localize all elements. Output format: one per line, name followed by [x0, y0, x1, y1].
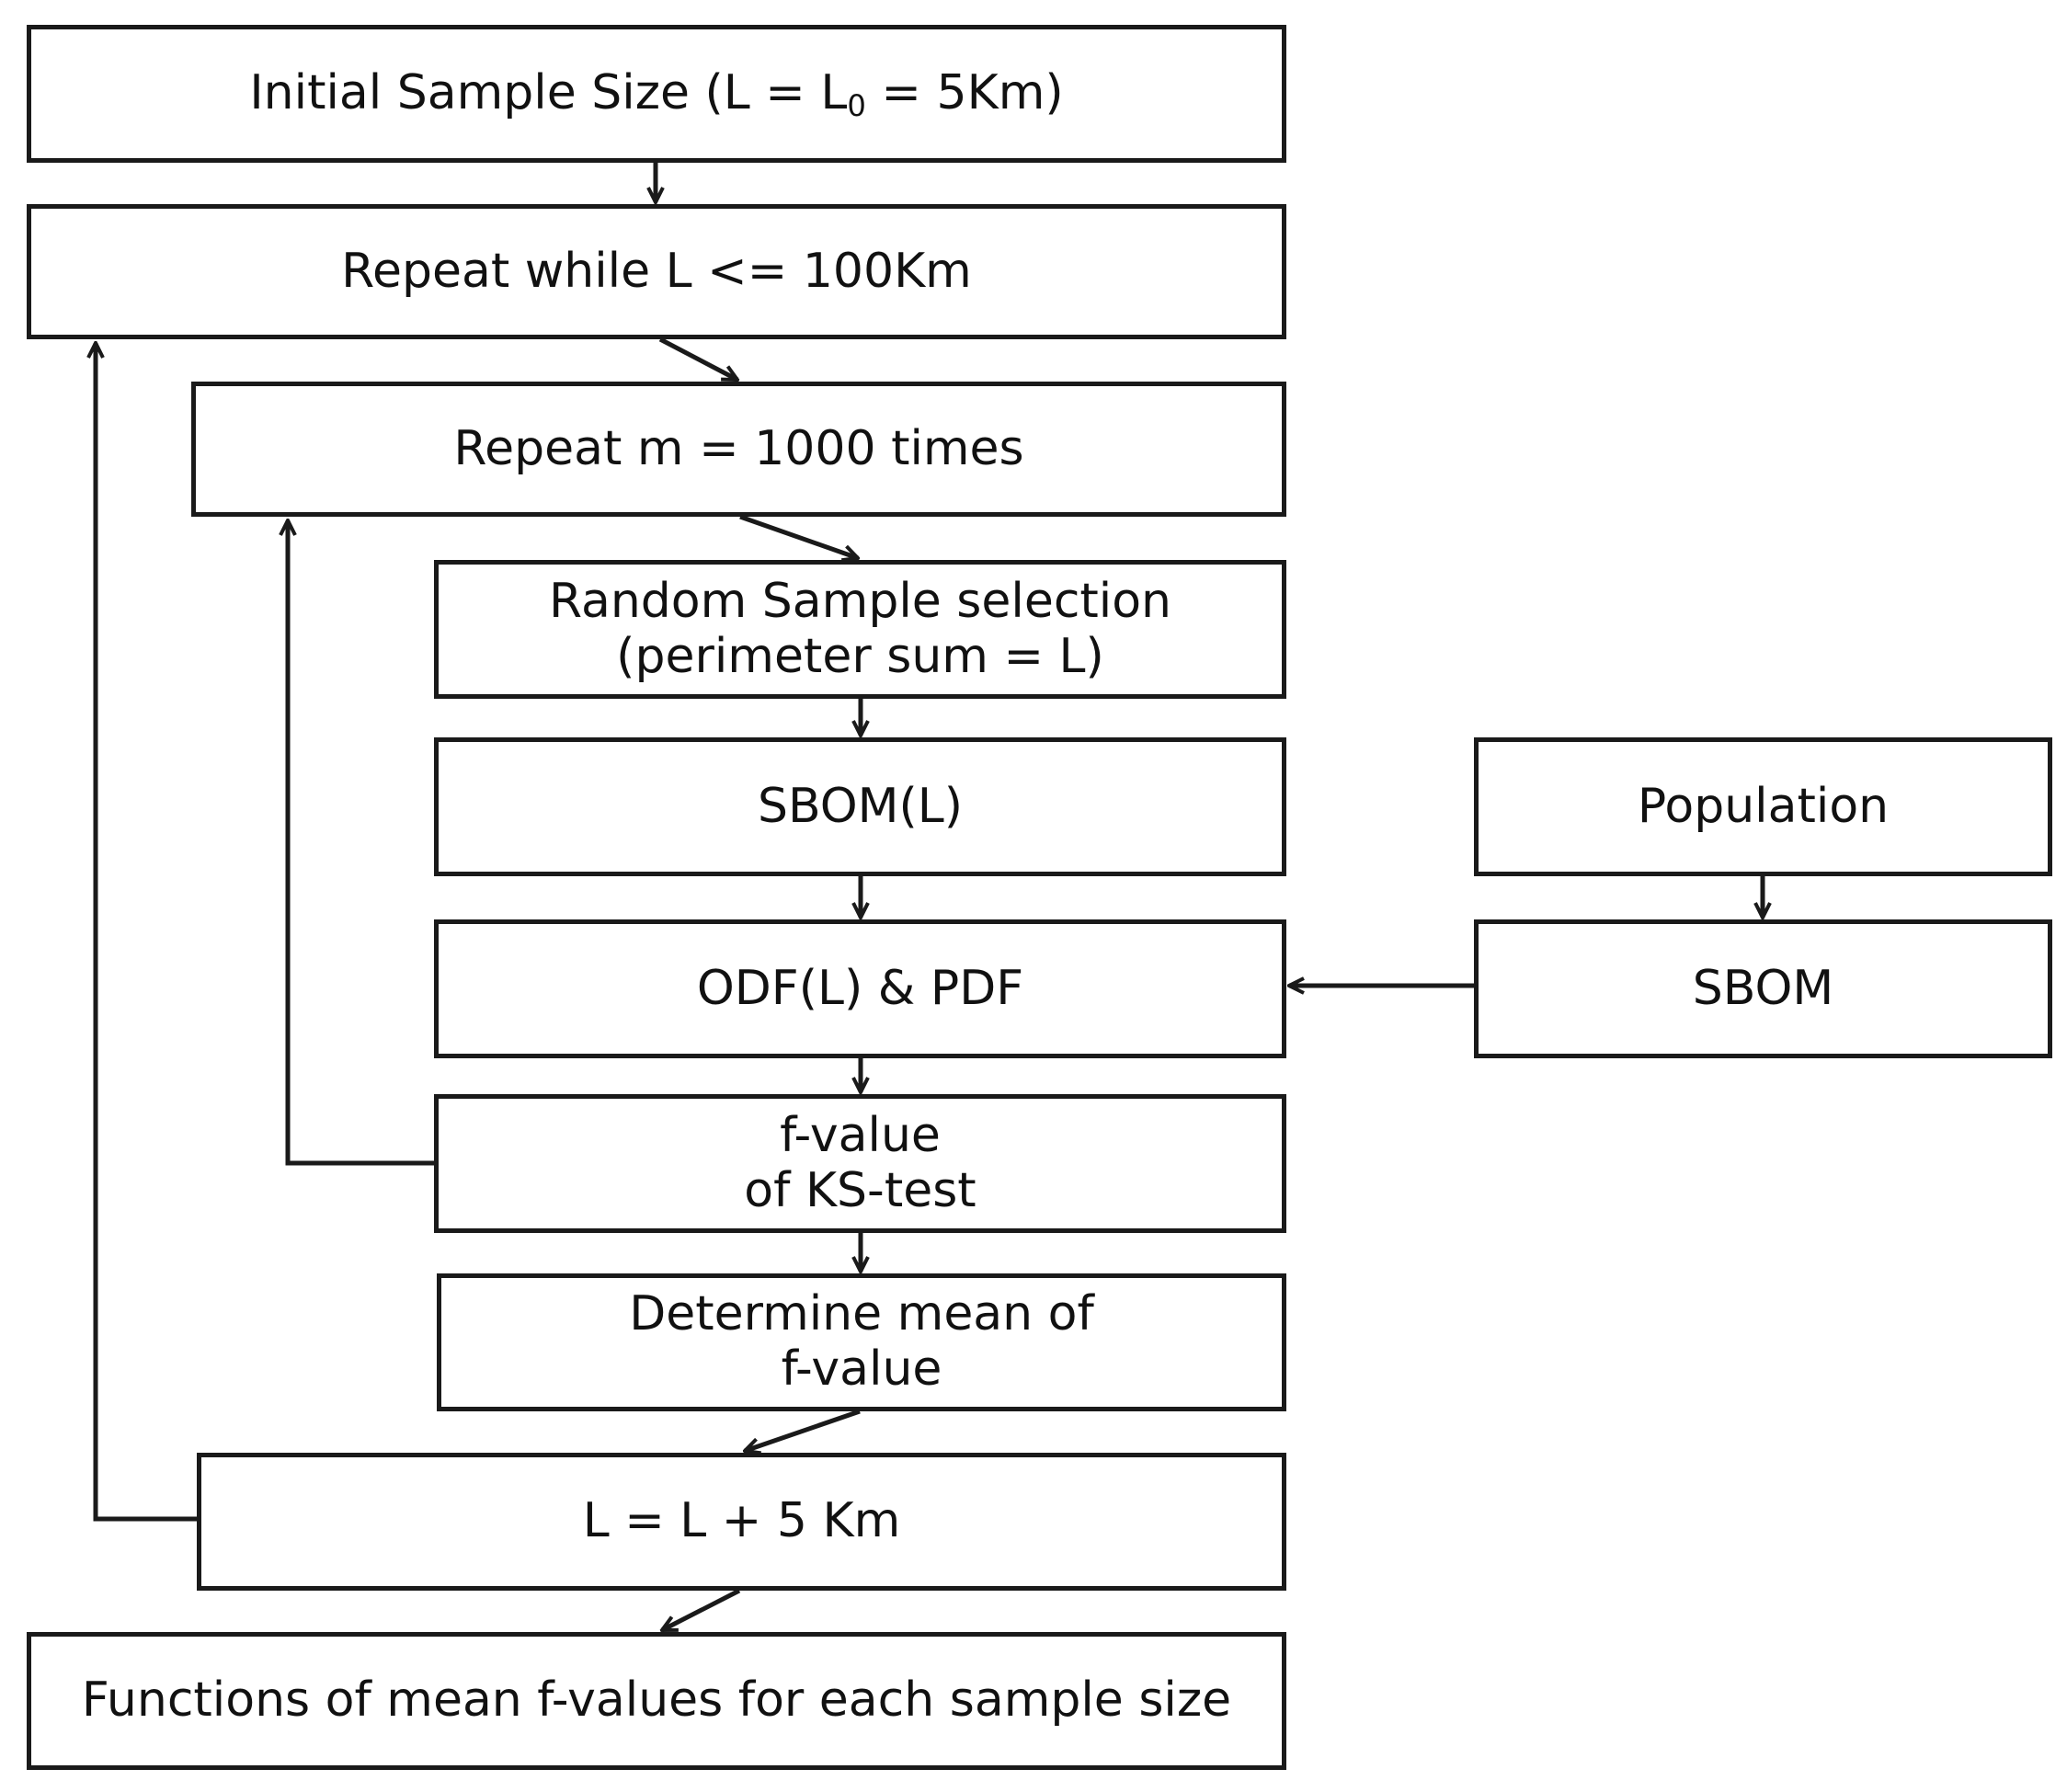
loop-inner-arrow [288, 520, 434, 1166]
arrow-increment-to-functions [662, 1588, 741, 1633]
f-value-line1: f-value [780, 1107, 941, 1163]
f-value-box: f-value of KS-test [434, 1094, 1286, 1233]
repeat-while-label: Repeat while L <= 100Km [341, 243, 972, 299]
sbom-label: SBOM [1692, 960, 1834, 1016]
determine-mean-line2: f-value [781, 1341, 942, 1397]
functions-of-mean-box: Functions of mean f-values for each samp… [27, 1632, 1286, 1770]
loop-outer-arrow [96, 343, 197, 1522]
odf-pdf-label: ODF(L) & PDF [696, 960, 1024, 1016]
odf-pdf-box: ODF(L) & PDF [434, 919, 1286, 1058]
random-sample-line1: Random Sample selection [548, 573, 1172, 629]
arrow-mean-to-increment [745, 1409, 861, 1451]
random-sample-selection-box: Random Sample selection (perimeter sum =… [434, 560, 1286, 699]
repeat-m-times-label: Repeat m = 1000 times [453, 420, 1024, 476]
random-sample-line2: (perimeter sum = L) [616, 628, 1104, 684]
initial-sample-size-box: Initial Sample Size (L = L0 = 5Km) [27, 25, 1286, 163]
f-value-line2: of KS-test [744, 1162, 976, 1218]
repeat-m-times-box: Repeat m = 1000 times [191, 382, 1286, 517]
population-box: Population [1474, 737, 2052, 876]
determine-mean-box: Determine mean of f-value [437, 1273, 1286, 1411]
arrow-while-to-repeat [658, 337, 737, 382]
increment-l-label: L = L + 5 Km [582, 1493, 901, 1549]
sbom-l-label: SBOM(L) [757, 778, 964, 834]
sbom-box: SBOM [1474, 919, 2052, 1058]
repeat-while-box: Repeat while L <= 100Km [27, 204, 1286, 339]
functions-of-mean-label: Functions of mean f-values for each samp… [81, 1672, 1232, 1729]
increment-l-box: L = L + 5 Km [197, 1453, 1286, 1591]
sbom-l-box: SBOM(L) [434, 737, 1286, 876]
determine-mean-line1: Determine mean of [629, 1286, 1094, 1342]
arrow-repeat-to-random [739, 514, 858, 558]
initial-sample-size-label: Initial Sample Size (L = L0 = 5Km) [249, 65, 1064, 124]
population-label: Population [1637, 778, 1890, 834]
